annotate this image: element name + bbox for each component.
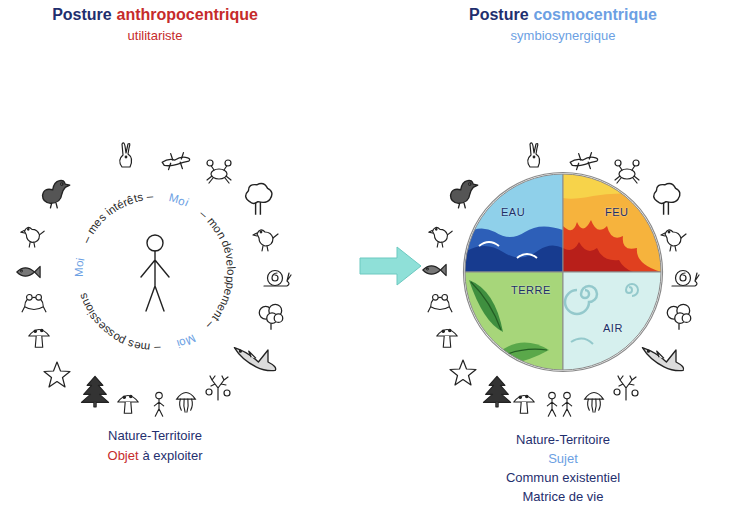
- posture-subtitle: symbiosynergique: [511, 28, 616, 43]
- tree-icon: [654, 184, 680, 215]
- caption-text-line: Nature-Territoire: [516, 432, 610, 447]
- caption-text: Sujet: [548, 451, 578, 466]
- posture-title: cosmocentrique: [533, 6, 657, 24]
- water-quadrant: EAU: [465, 174, 563, 272]
- rabbit-icon: [120, 143, 132, 167]
- quadrant-shape: [563, 272, 661, 370]
- caption-text: Nature-Territoire: [516, 432, 610, 447]
- transition-arrow: [360, 247, 421, 285]
- duck-icon: [451, 180, 478, 207]
- posture-title: Posture: [52, 6, 112, 24]
- bush-icon: [667, 304, 690, 330]
- mushroom-icon: [514, 395, 535, 413]
- ring-text: – mon développement –: [65, 182, 245, 362]
- mushroom-icon: [118, 395, 139, 413]
- posture-subtitle-line: utilitariste: [128, 28, 183, 43]
- shark-icon: [234, 348, 275, 371]
- shark-icon: [642, 348, 683, 371]
- jellyfish-icon: [177, 393, 196, 413]
- quadrant-shape: [465, 174, 563, 272]
- caption-text: Matrice de vie: [523, 489, 604, 504]
- starfish-icon: [450, 360, 476, 385]
- ring-character: l: [224, 266, 237, 269]
- bird-icon: [429, 227, 452, 247]
- pine-icon: [483, 376, 510, 407]
- ring-text: Moi: [65, 182, 245, 362]
- fish-icon: [17, 266, 40, 277]
- element-label: FEU: [605, 206, 629, 218]
- posture-title: anthropocentrique: [117, 6, 258, 24]
- ring-character: M: [73, 267, 86, 277]
- ring-character: –: [80, 234, 94, 245]
- ring-text: Moi: [65, 182, 245, 362]
- air-quadrant: AIR: [563, 272, 661, 370]
- caption-text-line: Commun existentiel: [506, 470, 620, 485]
- element-label: EAU: [501, 206, 525, 218]
- fish-icon: [423, 264, 446, 275]
- elements-wheel-outline: [464, 173, 663, 372]
- quadrant-shape: [563, 174, 661, 272]
- mushroom-icon: [437, 329, 458, 347]
- posture-subtitle-line: symbiosynergique: [511, 28, 616, 43]
- lizard-icon: [570, 153, 598, 170]
- lizard-icon: [162, 153, 190, 170]
- caption-text: Commun existentiel: [506, 470, 620, 485]
- person-icon: [154, 392, 163, 416]
- person-icon: [562, 392, 571, 416]
- living-beings-right: [423, 143, 699, 416]
- crab-icon: [615, 160, 639, 183]
- caption-text-line: Matrice de vie: [523, 489, 604, 504]
- caption-text: à exploiter: [142, 448, 202, 463]
- stick-figure: [141, 235, 169, 311]
- caption-text-line: Objetà exploiter: [108, 448, 203, 463]
- posture-title-line: Posturecosmocentrique: [469, 6, 657, 24]
- element-label: TERRE: [511, 284, 551, 296]
- crab-icon: [207, 160, 231, 183]
- duck-icon: [43, 180, 70, 207]
- earth-quadrant: TERRE: [465, 272, 563, 370]
- ring-character: –: [146, 190, 153, 203]
- fire-quadrant: FEU: [563, 174, 661, 272]
- ring-character: o: [224, 269, 237, 275]
- snail-icon: [264, 271, 291, 287]
- snail-icon: [672, 271, 699, 287]
- bird-icon: [661, 230, 686, 251]
- ring-text: Moi: [65, 182, 245, 362]
- bird-icon: [21, 227, 44, 247]
- ring-text: – mes possessions: [65, 182, 245, 362]
- rabbit-icon: [528, 143, 540, 167]
- posture-title: Posture: [469, 6, 529, 24]
- caption-text: Objet: [108, 448, 139, 463]
- person-icon: [547, 392, 556, 416]
- mushroom-icon: [29, 329, 50, 347]
- bush-icon: [259, 304, 282, 330]
- tree-icon: [246, 184, 272, 215]
- ring-character: m: [140, 340, 151, 354]
- living-beings-left: [17, 143, 291, 416]
- ring-text: – mes intérêts –: [65, 182, 245, 362]
- caption-text-line: Nature-Territoire: [108, 428, 202, 443]
- frog-icon: [22, 295, 46, 313]
- pine-icon: [81, 376, 108, 407]
- caption-text: Nature-Territoire: [108, 428, 202, 443]
- posture-subtitle: utilitariste: [128, 28, 183, 43]
- coral-icon: [614, 376, 638, 400]
- starfish-icon: [44, 362, 70, 387]
- ring-character: –: [154, 341, 161, 354]
- bird-icon: [253, 230, 278, 251]
- caption-text-line: Sujet: [548, 451, 578, 466]
- jellyfish-icon: [585, 393, 604, 413]
- frog-icon: [428, 295, 452, 313]
- element-label: AIR: [603, 322, 623, 334]
- ring-character: e: [224, 259, 237, 267]
- ring-character: [150, 341, 154, 354]
- coral-icon: [206, 376, 230, 400]
- posture-title-line: Posture anthropocentrique: [52, 6, 258, 24]
